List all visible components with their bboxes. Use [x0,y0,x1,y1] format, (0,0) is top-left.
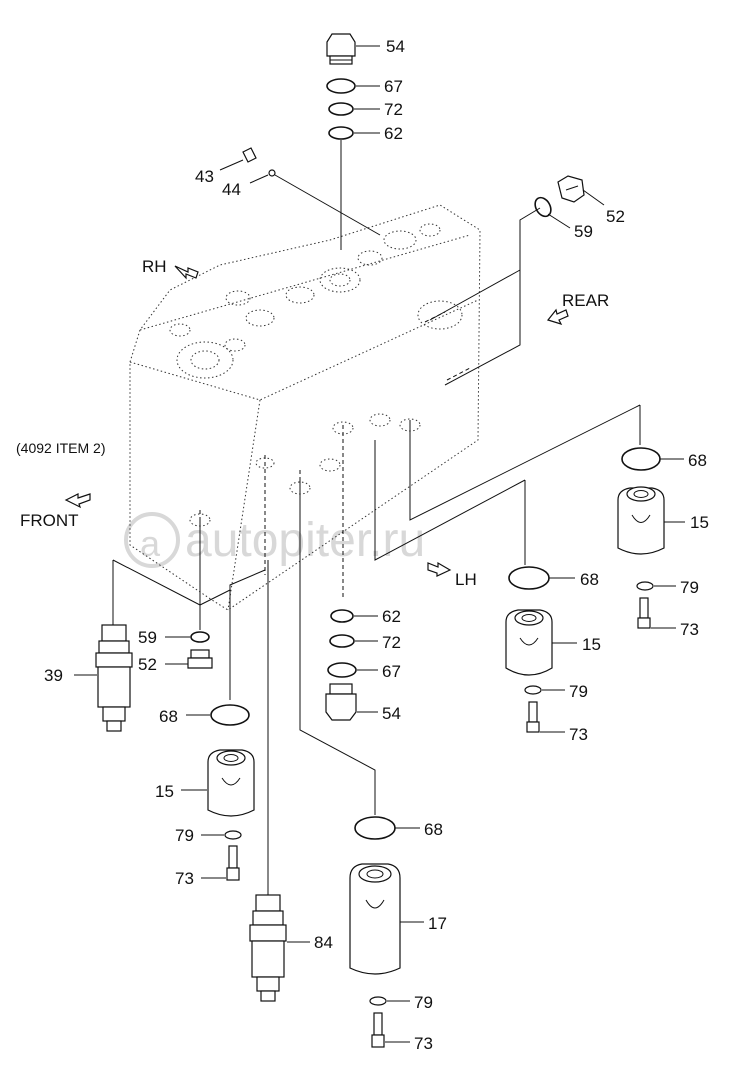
direction-rh: RH [142,257,167,276]
direction-lh: LH [455,570,477,589]
callout-79-left: 79 [175,826,194,845]
right-ring-68 [621,447,661,471]
top-plug-54 [326,33,380,65]
right-washer-79 [636,581,654,591]
left-valve-39 [74,624,133,732]
callout-15-right: 15 [690,513,709,532]
left-bolt-73 [201,845,240,881]
mid-bolt-73 [526,701,565,733]
left-ring-68 [210,704,250,726]
callout-68-right: 68 [688,451,707,470]
callout-44: 44 [222,180,241,199]
lower-bolt-73 [371,1012,410,1048]
callout-67-center: 67 [382,662,401,681]
callout-52-left: 52 [138,655,157,674]
callout-73-mid: 73 [569,725,588,744]
callout-59-left: 59 [138,628,157,647]
callout-68-lower: 68 [424,820,443,839]
callout-62-center: 62 [382,607,401,626]
right-bolt-73 [637,597,676,629]
callout-73-lower: 73 [414,1034,433,1053]
callout-68-mid: 68 [580,570,599,589]
center-ring-72 [329,634,355,648]
direction-rear: REAR [562,291,609,310]
callout-72-top: 72 [384,100,403,119]
callout-15-mid: 15 [582,635,601,654]
top-ring-72 [328,102,354,116]
lower-ring-68 [354,816,396,840]
right-cap-15 [617,486,685,555]
lower-washer-79 [369,996,387,1006]
watermark: a autopiter.ru [124,512,425,568]
left-ring-59 [190,631,210,643]
callout-43: 43 [195,167,214,186]
callout-62-top: 62 [384,124,403,143]
lower-cap-17 [349,863,424,975]
watermark-text: autopiter.ru [185,514,425,567]
rear-ring-59 [534,196,552,218]
top-oring-67 [326,78,356,94]
valve-84 [249,894,310,1002]
callout-79-right: 79 [680,578,699,597]
callout-84: 84 [314,933,333,952]
callout-59-rear: 59 [574,222,593,241]
left-cap-15 [181,749,255,817]
callout-79-mid: 79 [569,682,588,701]
callout-15-left: 15 [155,782,174,801]
direction-front: FRONT [20,511,79,530]
leader-lines [112,140,641,895]
callout-73-left: 73 [175,869,194,888]
left-plug-52 [165,649,213,669]
callout-73-right: 73 [680,620,699,639]
valve-body [129,204,481,611]
center-plug-54 [325,683,378,721]
reference-note: (4092 ITEM 2) [16,440,105,456]
mid-ring-68 [508,566,550,590]
callout-52-rear: 52 [606,207,625,226]
mid-washer-79 [524,685,542,695]
center-ring-62 [330,609,354,623]
callout-72-center: 72 [382,633,401,652]
small-plug-44 [249,169,276,184]
callout-79-lower: 79 [414,993,433,1012]
lh-arrow-icon [427,561,452,577]
left-washer-79 [224,830,242,840]
mid-cap-15 [505,609,577,676]
svg-text:a: a [140,523,161,564]
callout-68-left: 68 [159,707,178,726]
callout-67-top: 67 [384,77,403,96]
callout-17: 17 [428,914,447,933]
rear-arrow-icon [546,308,569,325]
callout-54-top: 54 [386,37,405,56]
callout-54-center: 54 [382,704,401,723]
rear-plug-52 [557,175,605,206]
center-ring-67 [327,662,357,678]
callout-39: 39 [44,666,63,685]
small-plug-43 [219,147,257,171]
rh-arrow-icon [174,265,199,280]
top-ring-62 [328,126,354,140]
front-arrow-icon [64,493,91,509]
